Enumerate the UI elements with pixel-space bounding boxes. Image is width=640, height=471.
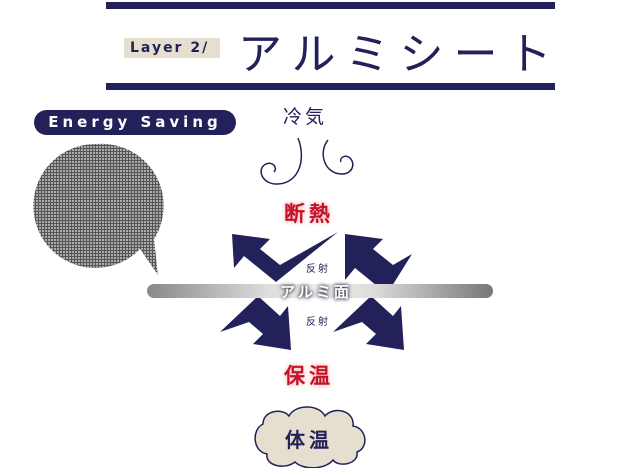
bottom-rule: [106, 83, 555, 90]
reflect-top-label: 反射: [306, 264, 330, 275]
top-rule: [106, 2, 555, 9]
aluminum-surface-label: アルミ面: [280, 283, 352, 301]
cold-air-label: 冷気: [283, 106, 328, 128]
page-title: アルミシート: [238, 29, 562, 80]
body-heat-label: 体温: [285, 428, 333, 452]
reflection-arrows-icon: [220, 232, 412, 350]
reflect-bottom-label: 反射: [306, 317, 330, 328]
layer-label: Layer 2/: [124, 38, 220, 58]
fabric-speech-bubble: [33, 143, 164, 275]
body-heat-cloud-icon: [254, 406, 366, 468]
heat-retention-label: 保温: [284, 364, 334, 388]
energy-saving-badge: Energy Saving: [34, 110, 236, 135]
insulation-label: 断熱: [284, 202, 334, 226]
cold-air-swirl-icon: [260, 137, 354, 185]
aluminum-surface-bar: [147, 284, 493, 298]
